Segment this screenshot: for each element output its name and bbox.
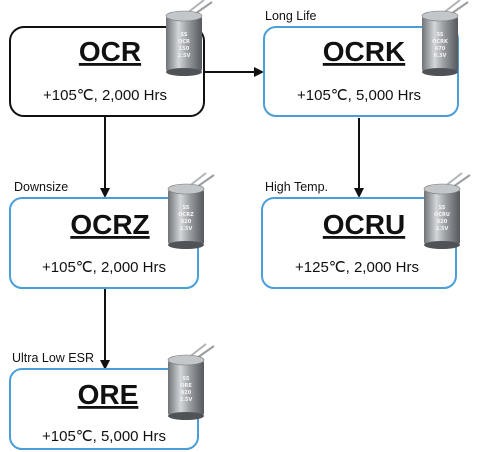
svg-text:820: 820 — [437, 219, 448, 225]
svg-text:150: 150 — [179, 46, 190, 52]
box-ocrk-spec: +105℃, 5,000 Hrs — [297, 87, 421, 104]
svg-text:2.5V: 2.5V — [178, 53, 191, 59]
box-ocrz: OCRZ +105℃, 2,000 Hrs — [9, 197, 199, 289]
svg-text:SS: SS — [439, 205, 446, 211]
tag-long-life: Long Life — [265, 9, 316, 23]
capacitor-icon-ocrk: SS OCRK 470 6.3V — [421, 0, 469, 76]
svg-text:SS: SS — [437, 32, 444, 38]
box-ocrk-title: OCRK — [323, 36, 405, 67]
svg-text:OCRK: OCRK — [432, 39, 449, 45]
tag-ultra-low-esr: Ultra Low ESR — [12, 351, 94, 365]
box-ore-spec: +105℃, 5,000 Hrs — [42, 428, 166, 445]
tag-downsize: Downsize — [14, 180, 68, 194]
box-ore-title: ORE — [78, 379, 139, 410]
svg-text:OCRU: OCRU — [434, 212, 450, 218]
svg-text:SS: SS — [183, 205, 190, 211]
svg-text:2.5V: 2.5V — [180, 397, 193, 403]
svg-text:OCR: OCR — [178, 39, 190, 45]
capacitor-icon-ocrz: SS OCRZ 820 2.5V — [167, 172, 215, 249]
box-ocru: OCRU +125℃, 2,000 Hrs — [261, 197, 457, 289]
box-ocr-title: OCR — [79, 36, 141, 67]
box-ocrk: OCRK +105℃, 5,000 Hrs — [263, 26, 459, 117]
svg-text:OCRZ: OCRZ — [178, 212, 194, 218]
box-ocru-spec: +125℃, 2,000 Hrs — [295, 259, 419, 276]
box-ocrz-spec: +105℃, 2,000 Hrs — [42, 259, 166, 276]
svg-text:470: 470 — [435, 46, 446, 52]
svg-text:820: 820 — [181, 390, 192, 396]
box-ocr-spec: +105℃, 2,000 Hrs — [43, 87, 167, 104]
tag-high-temp: High Temp. — [265, 180, 328, 194]
box-ocru-title: OCRU — [323, 209, 405, 240]
connectors — [100, 67, 364, 370]
svg-text:SS: SS — [183, 376, 190, 382]
svg-text:2.5V: 2.5V — [436, 226, 449, 232]
capacitor-icon-ocr: SS OCR 150 2.5V — [165, 0, 213, 76]
svg-text:ORE: ORE — [180, 383, 192, 389]
svg-text:6.3V: 6.3V — [434, 53, 447, 59]
svg-text:820: 820 — [181, 219, 192, 225]
svg-text:SS: SS — [181, 32, 188, 38]
svg-text:2.5V: 2.5V — [180, 226, 193, 232]
box-ore: ORE +105℃, 5,000 Hrs — [9, 368, 199, 450]
capacitor-icon-ore: SS ORE 820 2.5V — [167, 343, 215, 420]
box-ocrz-title: OCRZ — [70, 209, 149, 240]
box-ocr: OCR +105℃, 2,000 Hrs — [9, 26, 205, 117]
capacitor-icon-ocru: SS OCRU 820 2.5V — [423, 172, 471, 249]
